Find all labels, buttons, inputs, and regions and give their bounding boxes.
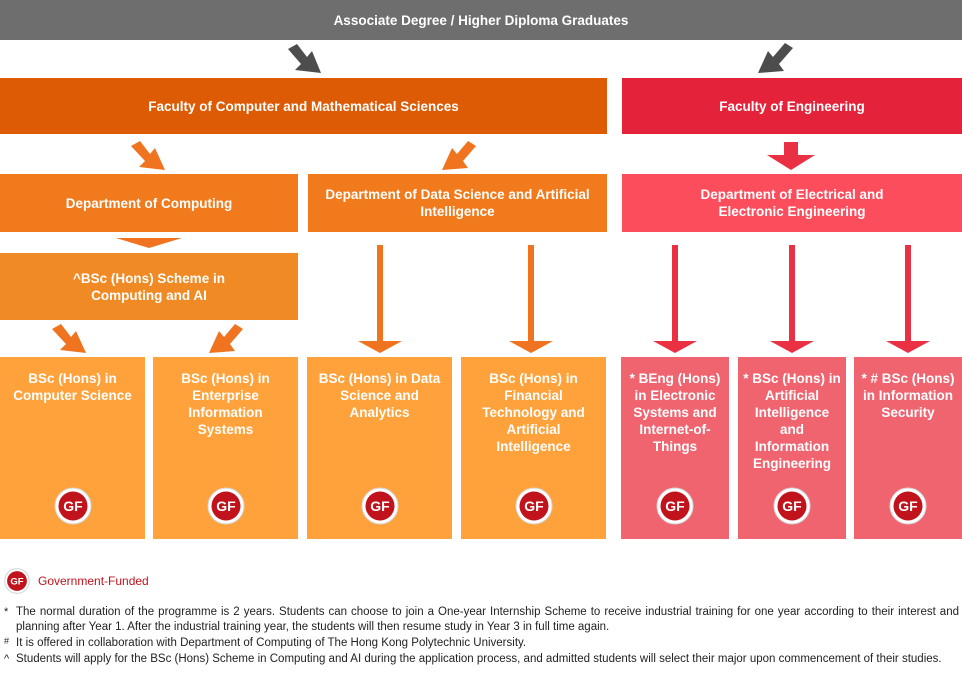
- footnote: ^ Students will apply for the BSc (Hons)…: [4, 652, 959, 667]
- programme-enterprise-info-systems: BSc (Hons) in Enterprise Information Sys…: [153, 357, 298, 539]
- programme-label: BSc (Hons) in Data Science and Analytics: [318, 371, 441, 420]
- down-arrow-icon: [116, 238, 182, 248]
- down-arrow-icon: [767, 142, 815, 170]
- legend: GF Government-Funded: [4, 568, 149, 594]
- faculty-eng: Faculty of Engineering: [622, 78, 962, 134]
- down-arrow-icon: [653, 245, 697, 353]
- down-arrow-icon: [509, 245, 553, 353]
- gf-badge-icon: GF: [361, 487, 398, 525]
- faculty-cms: Faculty of Computer and Mathematical Sci…: [0, 78, 607, 134]
- footnote-text: Students will apply for the BSc (Hons) S…: [16, 653, 942, 665]
- legend-label: Government-Funded: [38, 574, 149, 588]
- programme-label: * # BSc (Hons) in Information Security: [861, 371, 955, 420]
- scheme-box: ^BSc (Hons) Scheme in Computing and AI: [0, 253, 298, 320]
- footnote: * The normal duration of the programme i…: [4, 605, 959, 635]
- gf-badge-icon: GF: [515, 487, 552, 525]
- down-arrow-icon: [886, 245, 930, 353]
- down-arrow-icon: [288, 44, 321, 73]
- header-title: Associate Degree / Higher Diploma Gradua…: [333, 12, 629, 28]
- faculty-cms-label: Faculty of Computer and Mathematical Sci…: [148, 98, 459, 114]
- gf-badge-text: GF: [216, 498, 236, 514]
- down-arrow-icon: [209, 324, 243, 353]
- gf-badge-text: GF: [898, 498, 918, 514]
- footnotes: * The normal duration of the programme i…: [4, 605, 959, 668]
- down-arrow-icon: [131, 141, 165, 170]
- dept-computing: Department of Computing: [0, 174, 298, 232]
- footnote-symbol: ^: [4, 653, 10, 665]
- gf-badge-icon: GF: [207, 487, 244, 525]
- gf-badge-icon: GF: [889, 487, 927, 525]
- scheme-label: ^BSc (Hons) Scheme in Computing and AI: [73, 270, 225, 303]
- dept-dsai-label: Department of Data Science and Artificia…: [325, 187, 590, 219]
- down-arrow-icon: [770, 245, 814, 353]
- gf-badge-text: GF: [782, 498, 802, 514]
- down-arrow-icon: [358, 245, 402, 353]
- down-arrow-icon: [52, 324, 86, 353]
- gf-badge-icon: GF: [773, 487, 811, 525]
- faculty-eng-label: Faculty of Engineering: [719, 98, 865, 114]
- programme-label: BSc (Hons) in Financial Technology and A…: [482, 371, 585, 454]
- footnote: # It is offered in collaboration with De…: [4, 636, 959, 651]
- programme-fintech-ai: BSc (Hons) in Financial Technology and A…: [461, 357, 606, 539]
- programme-label: * BSc (Hons) in Artificial Intelligence …: [743, 371, 841, 471]
- footnote-text: It is offered in collaboration with Depa…: [16, 637, 527, 649]
- footnote-symbol: *: [4, 606, 9, 618]
- footnote-text: The normal duration of the programme is …: [16, 606, 959, 633]
- programme-electronic-systems-iot: * BEng (Hons) in Electronic Systems and …: [621, 357, 729, 539]
- flow-arrows: [52, 43, 930, 353]
- down-arrow-icon: [758, 43, 793, 73]
- gf-badge-text: GF: [63, 498, 83, 514]
- gf-badge-icon: GF: [656, 487, 694, 525]
- programme-label: BSc (Hons) in Enterprise Information Sys…: [181, 371, 270, 437]
- legend-badge-text: GF: [10, 576, 23, 587]
- dept-dsai: Department of Data Science and Artificia…: [308, 174, 607, 232]
- dept-eee: Department of Electrical and Electronic …: [622, 174, 962, 232]
- programme-label: * BEng (Hons) in Electronic Systems and …: [629, 371, 721, 454]
- programme-information-security: * # BSc (Hons) in Information Security G…: [854, 357, 962, 539]
- programme-data-science-analytics: BSc (Hons) in Data Science and Analytics…: [307, 357, 452, 539]
- programme-computer-science: BSc (Hons) in Computer Science GF: [0, 357, 145, 539]
- gf-badge-text: GF: [370, 498, 390, 514]
- programme-label: BSc (Hons) in Computer Science: [13, 371, 132, 403]
- programme-ai-info-engineering: * BSc (Hons) in Artificial Intelligence …: [738, 357, 846, 539]
- gf-badge-icon: GF: [54, 487, 91, 525]
- header-bar: Associate Degree / Higher Diploma Gradua…: [0, 0, 962, 40]
- dept-eee-label: Department of Electrical and Electronic …: [700, 187, 884, 219]
- footnote-symbol: #: [4, 636, 10, 646]
- down-arrow-icon: [442, 141, 476, 170]
- gf-badge-text: GF: [665, 498, 685, 514]
- gf-badge-icon: GF: [4, 568, 30, 594]
- gf-badge-text: GF: [524, 498, 544, 514]
- dept-computing-label: Department of Computing: [65, 195, 233, 211]
